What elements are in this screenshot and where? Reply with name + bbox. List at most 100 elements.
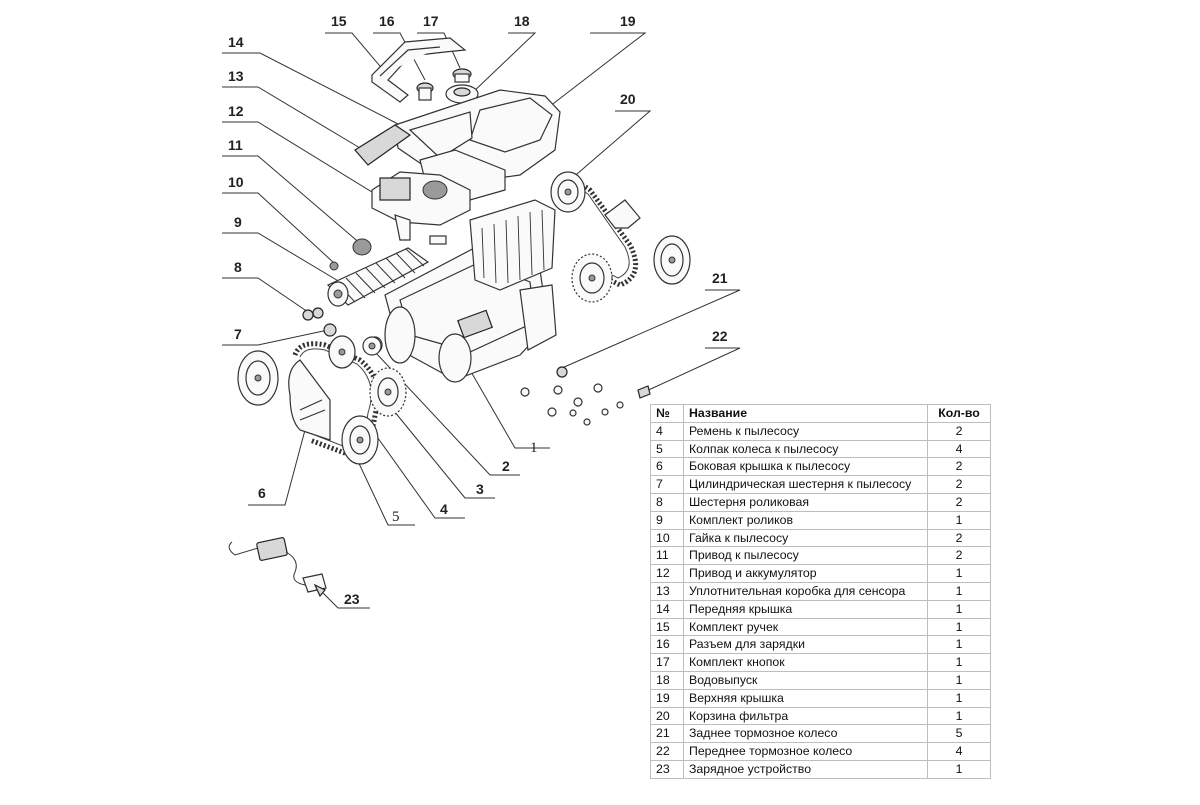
row-num: 18: [650, 670, 684, 690]
row-qty: 1: [927, 581, 991, 601]
row-name: Передняя крышка: [683, 599, 928, 619]
leader-10: [222, 192, 335, 264]
front-brake-wheels: [569, 385, 651, 426]
outlet-part: [445, 84, 479, 104]
left-wheel-rear: [328, 335, 356, 369]
leader-17: [417, 32, 461, 69]
row-qty: 1: [927, 688, 991, 708]
row-name: Комплект роликов: [683, 510, 928, 530]
row-name: Гайка к пылесосу: [683, 528, 928, 548]
row-num: 13: [650, 581, 684, 601]
callout-10: 10: [228, 174, 244, 190]
callout-22: 22: [712, 328, 728, 344]
row-qty: 1: [927, 617, 991, 637]
row-qty: 1: [927, 599, 991, 619]
row-name: Комплект кнопок: [683, 653, 928, 672]
row-num: 5: [650, 439, 684, 459]
row-name: Уплотнительная коробка для сенсора: [683, 581, 928, 601]
top-cover-part: [354, 89, 561, 201]
row-num: 11: [650, 546, 684, 566]
leader-3: [384, 399, 495, 499]
row-qty: 2: [927, 492, 991, 512]
row-num: 14: [650, 599, 684, 619]
row-name: Верхняя крышка: [683, 688, 928, 708]
buttons-part: [452, 68, 472, 83]
callout-21: 21: [712, 270, 728, 286]
leader-12: [222, 121, 386, 201]
left-track-assembly: [237, 335, 407, 465]
left-side-cover: [288, 359, 331, 441]
row-num: 23: [650, 759, 684, 779]
row-qty: 4: [927, 439, 991, 459]
leader-22: [641, 347, 741, 394]
callout-14: 14: [228, 34, 244, 50]
callout-11: 11: [228, 137, 243, 153]
callout-9: 9: [234, 214, 242, 230]
callout-1: 1: [530, 440, 538, 456]
leader-18: [469, 32, 537, 96]
row-num: 10: [650, 528, 684, 548]
row-num: 7: [650, 475, 684, 494]
row-qty: 1: [927, 510, 991, 530]
row-name: Заднее тормозное колесо: [683, 724, 928, 744]
callout-5: 5: [392, 509, 400, 525]
leader-9: [222, 232, 341, 283]
row-name: Привод к пылесосу: [683, 546, 928, 566]
row-qty: 2: [927, 457, 991, 477]
drive-gear-part: [352, 238, 372, 256]
nut-part: [329, 261, 339, 271]
row-num: 16: [650, 635, 684, 655]
row-num: 15: [650, 617, 684, 637]
left-wheel-front: [369, 367, 407, 417]
row-name: Зарядное устройство: [683, 759, 928, 779]
leader-8: [222, 277, 309, 313]
row-num: 19: [650, 688, 684, 708]
right-wheel-rear: [550, 171, 586, 213]
row-num: 12: [650, 564, 684, 583]
row-name: Комплект ручек: [683, 617, 928, 637]
roller-set-part: [326, 247, 430, 307]
leader-20: [569, 110, 652, 181]
callout-18: 18: [514, 13, 530, 29]
row-qty: 2: [927, 528, 991, 548]
charger-part: [228, 537, 327, 598]
handle-part: [371, 37, 467, 103]
leader-14: [222, 52, 401, 126]
callout-15: 15: [331, 13, 347, 29]
leader-13: [222, 86, 361, 149]
right-hubcap: [653, 235, 691, 285]
leader-4: [364, 419, 465, 519]
callout-20: 20: [620, 91, 636, 107]
table-header-row: № Название Кол-во: [650, 404, 991, 423]
row-qty: 2: [927, 546, 991, 566]
leader-lines: [222, 32, 741, 609]
leader-15: [325, 32, 391, 79]
row-qty: 1: [927, 635, 991, 655]
row-num: 8: [650, 492, 684, 512]
row-qty: 1: [927, 759, 991, 779]
callout-23: 23: [344, 591, 360, 607]
leader-6: [248, 429, 306, 506]
right-track-assembly: [550, 171, 691, 303]
header-num: №: [650, 404, 684, 423]
callout-4: 4: [440, 501, 448, 517]
